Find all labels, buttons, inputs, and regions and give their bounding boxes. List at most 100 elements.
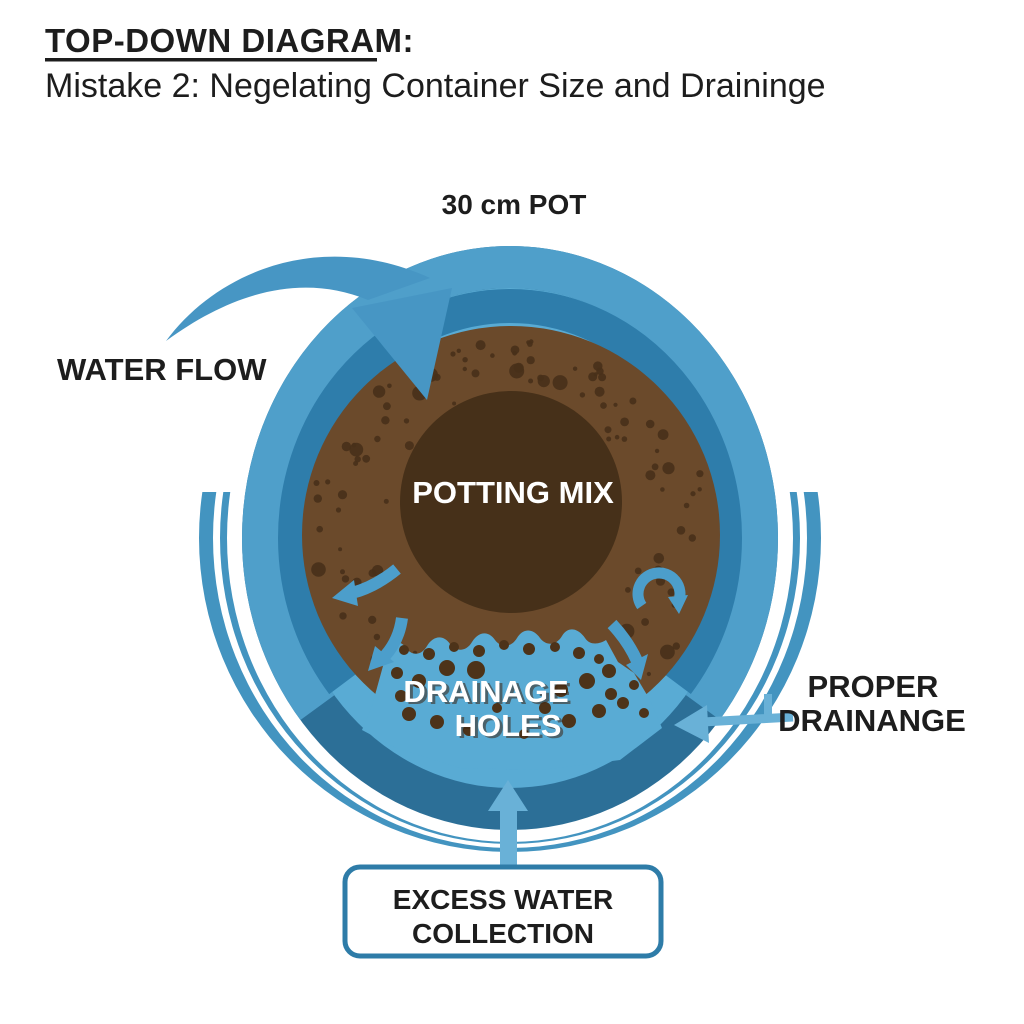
soil-speckle [688,534,696,542]
soil-speckle [657,429,669,440]
soil-speckle [621,436,628,442]
excess-water-box-line1: EXCESS WATER [393,884,613,915]
soil-speckle [368,569,377,577]
soil-center [400,391,622,613]
soil-speckle [341,575,350,583]
collection-arrow-head [488,780,528,811]
soil-speckle [593,372,598,377]
soil-speckle [316,525,324,533]
drainage-hole [594,654,604,664]
soil-speckle [683,502,690,509]
soil-speckle [676,526,686,535]
soil-arrow-right-lower-head [626,654,648,680]
soil-arrow-right-arc-head [668,595,688,614]
drainage-hole [554,683,568,697]
excess-water-box-frame [342,864,664,959]
soil-speckle [653,553,665,564]
soil-speckle [462,357,468,363]
soil-speckle [325,479,331,485]
soil-speckle [690,491,696,497]
soil-speckle [527,341,533,347]
soil-speckle [537,375,550,388]
drainage-hole [473,645,485,657]
drainage-hole [449,642,459,652]
drainage-hole [463,724,475,736]
soil-speckle [613,402,618,407]
soil-speckle [381,416,390,425]
soil-speckle [667,588,676,597]
soil-speckle [339,612,347,620]
soil-speckle [362,454,371,463]
soil-speckle [696,470,704,478]
soil-speckle [338,547,343,552]
soil-speckle [349,442,364,457]
soil-speckle [634,567,642,575]
soil-speckle [604,426,612,434]
drainage-hole [423,648,435,660]
title-line2: Mistake 2: Negelating Container Size and… [45,67,826,105]
soil-speckle [552,375,568,391]
soil-speckle [340,569,345,575]
water-flow-arrow-head [352,288,452,400]
potting-mix-label: POTTING MIX [412,475,614,510]
drainage-hole [412,674,426,688]
soil-speckle [572,366,578,371]
drainage-hole [492,703,502,713]
soil-speckle [354,456,361,463]
drainage-hole [629,680,639,690]
soil-speckle [596,367,604,375]
soil-speckle [462,366,467,372]
soil-speckle [368,615,377,625]
collection-arrow-stem [500,806,517,872]
water-flow-arrow [166,256,452,400]
soil-speckle [645,470,656,481]
collection-arrow [488,780,528,872]
drainage-holes-label-line1: DRAINAGE [403,674,568,709]
excess-water-box: EXCESS WATER COLLECTION [342,864,664,959]
soil-speckle [471,369,480,378]
drainage-hole [399,645,409,655]
drainage-hole [467,661,485,679]
soil-speckle [311,562,326,577]
drainage-hole [579,673,595,689]
soil-speckle [351,442,357,448]
water-flow-arrow-body [166,256,430,341]
soil-speckle [660,644,675,660]
soil-speckle [452,401,457,406]
proper-drainage-label-line2: DRAINANGE [778,703,966,738]
title-block: TOP-DOWN DIAGRAM: Mistake 2: Negelating … [45,22,826,105]
soil-speckle [490,353,495,358]
drainage-holes-label-line2: HOLES [455,708,562,743]
drainage-hole [499,640,509,650]
pot [242,246,778,830]
soil-speckle [475,340,486,351]
soil-speckle [509,363,525,379]
title-line1: TOP-DOWN DIAGRAM: [45,22,414,59]
drainage-area [362,629,662,770]
proper-drainage-arrow-head [674,705,709,743]
soil-speckle [510,345,520,355]
proper-drainage-label-line1: PROPER [808,669,939,704]
title-underline [45,58,377,62]
pot-rim-dark-ring [278,289,742,787]
soil-speckle [579,392,586,398]
soil-speckle [373,633,381,641]
drainage-hole [523,643,535,655]
soil-speckle [662,462,675,475]
soil-speckle [651,463,659,471]
soil-speckle [629,397,637,405]
soil-speckle [313,494,322,503]
soil-speckle [614,434,620,440]
soil-speckle [641,618,649,626]
drainage-hole [430,715,444,729]
soil-speckle [341,441,352,452]
soil-speckle [383,402,391,411]
soil-speckle [598,373,607,382]
drainage-hole [439,660,455,676]
soil-speckle [403,418,410,424]
proper-drainage-arrow-shaft [702,712,794,727]
soil-speckle [383,498,389,504]
drainage-hole [550,642,560,652]
